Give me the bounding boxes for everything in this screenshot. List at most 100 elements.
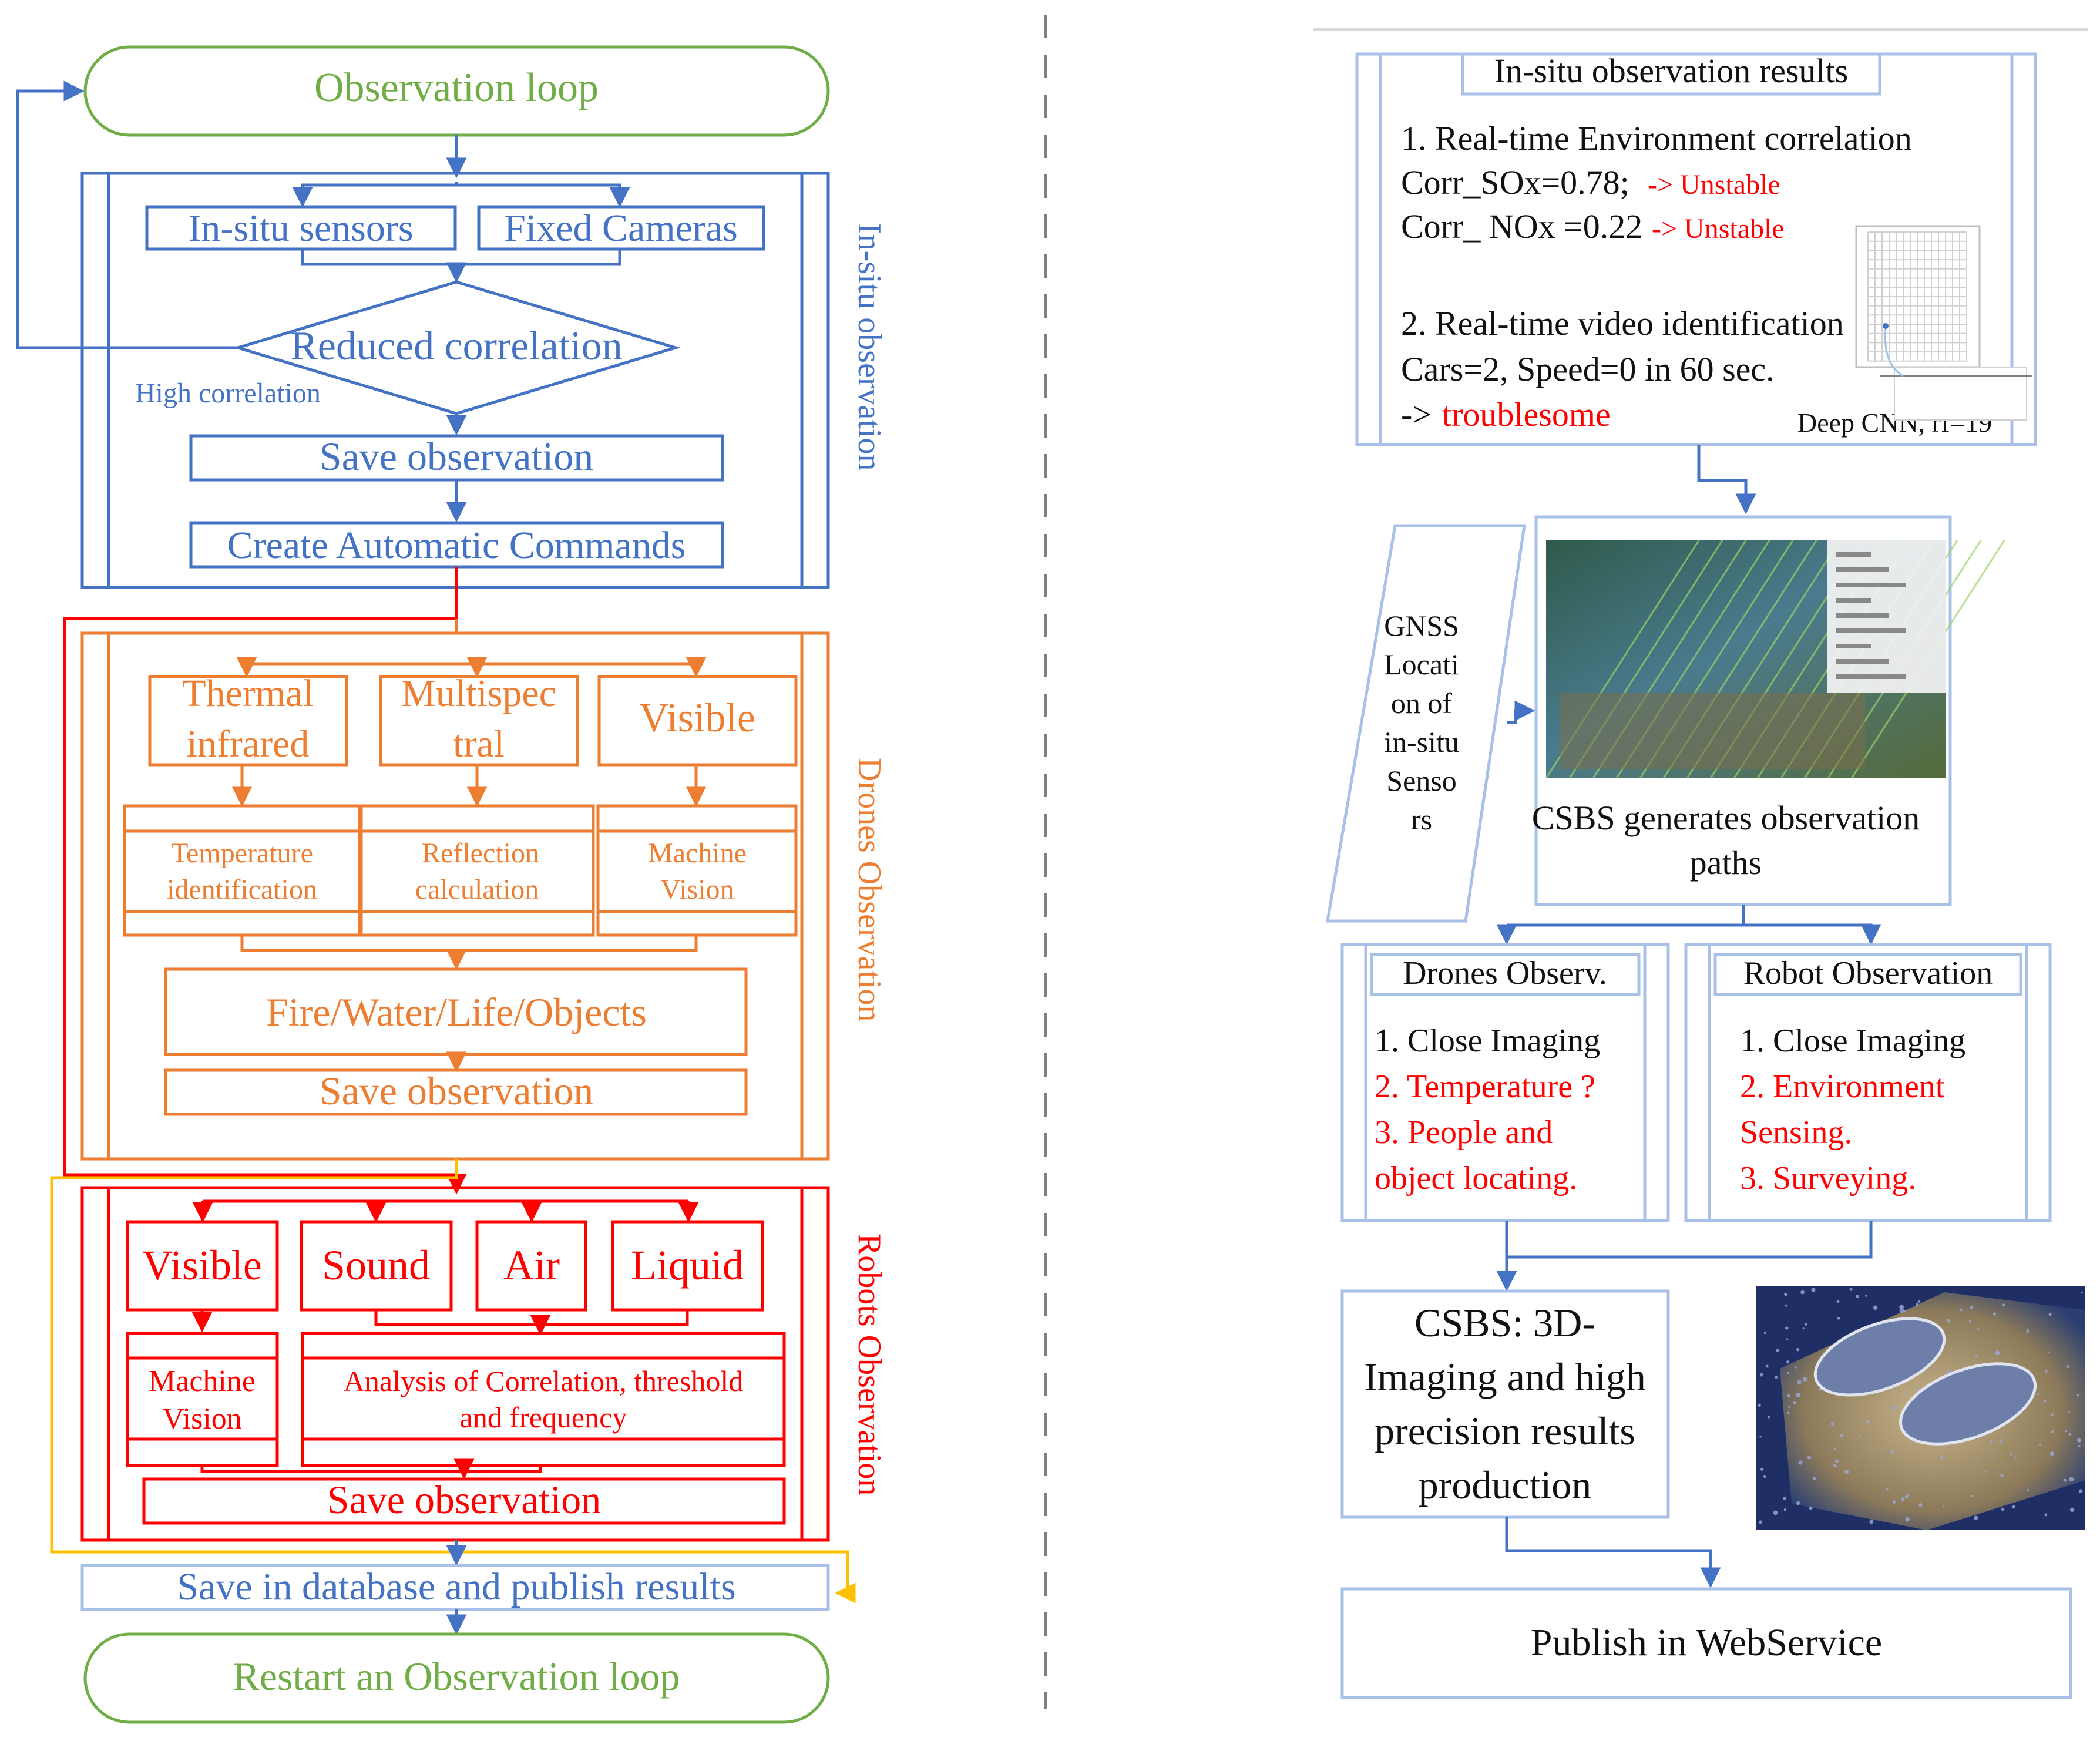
- corr-nox: Corr_ NOx =0.22: [1401, 207, 1642, 246]
- csbs3d-text-line: production: [1419, 1463, 1592, 1507]
- robot-item-3: 3. Surveying.: [1740, 1160, 1916, 1196]
- create-commands-box: Create Automatic Commands: [189, 521, 724, 569]
- feedback-loop-arrow: [16, 80, 238, 349]
- drones-section-label: Drones Observation: [851, 758, 888, 1021]
- save-observation-box-1: Save observation: [189, 434, 724, 482]
- fire-water-life-objects-box: Fire/Water/Life/Objects: [164, 967, 748, 1056]
- robot-sensors-merge: [374, 1310, 689, 1326]
- insitu-sensors-box: In-situ sensors: [145, 205, 457, 251]
- robot-item-1: 1. Close Imaging: [1740, 1023, 1965, 1059]
- multispec-label-1: Multispec: [401, 672, 556, 715]
- arrow-gnss-to-csbs: [1507, 700, 1535, 724]
- corr-nox-flag: -> Unstable: [1652, 213, 1785, 244]
- drones-observation-panel: Drones Observation: [80, 631, 888, 1161]
- robots-section-label: Robots Observation: [851, 1234, 888, 1495]
- analysis-label-1: Analysis of Correlation, threshold: [344, 1364, 743, 1397]
- air-box: Air: [475, 1220, 587, 1312]
- analysis-correlation-box: Analysis of Correlation, threshold and f…: [301, 1332, 786, 1467]
- video-heading: 2. Real-time video identification: [1401, 304, 1844, 342]
- save-observation-label-3: Save observation: [327, 1477, 601, 1522]
- insitu-observation-panel: In-situ observation: [80, 172, 888, 589]
- gnss-text-line: Senso: [1386, 764, 1456, 797]
- csbs-paths-label-2: paths: [1690, 843, 1762, 882]
- liquid-box: Liquid: [611, 1220, 764, 1312]
- save-observation-label-1: Save observation: [320, 434, 593, 479]
- gnss-text-line: rs: [1411, 803, 1432, 836]
- gnss-text-line: Locati: [1384, 648, 1459, 681]
- robot-obs-title: Robot Observation: [1743, 955, 1993, 992]
- high-correlation-label: High correlation: [135, 378, 321, 409]
- save-observation-box-3: Save observation: [142, 1477, 786, 1525]
- machine-vision-drone-box: Machine Vision: [596, 804, 798, 937]
- csbs-paths-label-1: CSBS generates observation: [1532, 799, 1920, 837]
- publish-webservice-label: Publish in WebService: [1531, 1621, 1882, 1664]
- drones-obs-title: Drones Observ.: [1403, 955, 1607, 992]
- insitu-section-label: In-situ observation: [851, 223, 888, 470]
- merge-to-csbs-3d: [1505, 1221, 1873, 1259]
- publish-webservice-box: Publish in WebService: [1340, 1587, 2072, 1699]
- reflection-label-2: calculation: [415, 874, 539, 905]
- csbs3d-text-line: Imaging and high: [1364, 1355, 1646, 1399]
- corr-sox-flag: -> Unstable: [1648, 169, 1780, 200]
- save-database-label: Save in database and publish results: [177, 1565, 735, 1608]
- robots-observation-panel: Robots Observation: [80, 1186, 888, 1542]
- robot-item-2b: Sensing.: [1740, 1114, 1852, 1151]
- insitu-sensors-label: In-situ sensors: [188, 207, 413, 250]
- drones-observ-panel: Drones Observ. 1. Close Imaging 2. Tempe…: [1340, 943, 1670, 1222]
- thermal-label-2: infrared: [187, 722, 310, 765]
- fixed-cameras-box: Fixed Cameras: [477, 205, 765, 251]
- drones-item-3b: object locating.: [1375, 1160, 1577, 1196]
- troublesome-arrow: ->: [1401, 395, 1432, 433]
- save-observation-box-2: Save observation: [164, 1068, 748, 1116]
- troublesome-label: troublesome: [1442, 395, 1611, 433]
- temperature-identification-box: Temperature identification: [123, 804, 361, 937]
- machine-vision-robot-label-2: Vision: [162, 1402, 242, 1436]
- multispec-label-2: tral: [453, 722, 505, 765]
- 3d-point-cloud-image: [1756, 1286, 2085, 1530]
- gnss-text-line: on of: [1391, 687, 1453, 720]
- fire-water-label: Fire/Water/Life/Objects: [266, 990, 647, 1034]
- thermal-infrared-box: Thermal infrared: [148, 672, 348, 767]
- save-database-box: Save in database and publish results: [80, 1564, 830, 1611]
- insitu-results-title: In-situ observation results: [1494, 52, 1848, 90]
- insitu-results-panel: In-situ observation results 1. Real-time…: [1355, 52, 2037, 446]
- arrow-results-to-paths: [1697, 445, 1756, 515]
- paths-split-right: [1743, 923, 1881, 945]
- visible-drone-label: Visible: [639, 695, 755, 741]
- machine-vision-robot-box: Machine Vision: [126, 1332, 279, 1467]
- robot-observation-panel: Robot Observation 1. Close Imaging 2. En…: [1684, 943, 2052, 1222]
- temp-id-label-2: identification: [167, 874, 317, 905]
- reflection-calculation-box: Reflection calculation: [359, 804, 595, 937]
- csbs-paths-panel: CSBS generates observation paths: [1532, 515, 2005, 906]
- observation-loop-terminal: Observation loop: [83, 45, 830, 137]
- liquid-label: Liquid: [631, 1242, 744, 1289]
- csbs3d-text-line: precision results: [1375, 1409, 1635, 1453]
- drones-item-3a: 3. People and: [1375, 1114, 1553, 1151]
- reduced-correlation-label: Reduced correlation: [290, 324, 623, 369]
- restart-loop-terminal: Restart an Observation loop: [83, 1632, 830, 1724]
- gnss-text-line: GNSS: [1384, 609, 1459, 642]
- drones-item-2: 2. Temperature ?: [1375, 1068, 1595, 1105]
- multispectral-box: Multispec tral: [379, 672, 579, 767]
- env-corr-heading: 1. Real-time Environment correlation: [1401, 119, 1912, 157]
- observation-loop-label: Observation loop: [314, 65, 599, 110]
- gnss-text-line: in-situ: [1384, 725, 1459, 758]
- air-label: Air: [503, 1242, 560, 1289]
- robot-item-2a: 2. Environment: [1740, 1068, 1945, 1105]
- sound-box: Sound: [300, 1220, 453, 1312]
- restart-loop-label: Restart an Observation loop: [233, 1654, 680, 1699]
- cars-line: Cars=2, Speed=0 in 60 sec.: [1401, 350, 1775, 388]
- drone-merge-connector: [240, 935, 698, 952]
- machine-vision-robot-label-1: Machine: [149, 1364, 256, 1398]
- connector-split-cameras: [456, 183, 630, 208]
- connector-merge-sensors: [301, 249, 621, 266]
- reflection-label-1: Reflection: [422, 838, 539, 869]
- visible-drone-box: Visible: [597, 675, 798, 767]
- drones-to-database-connector: [50, 1159, 856, 1604]
- visible-robot-label: Visible: [142, 1242, 262, 1289]
